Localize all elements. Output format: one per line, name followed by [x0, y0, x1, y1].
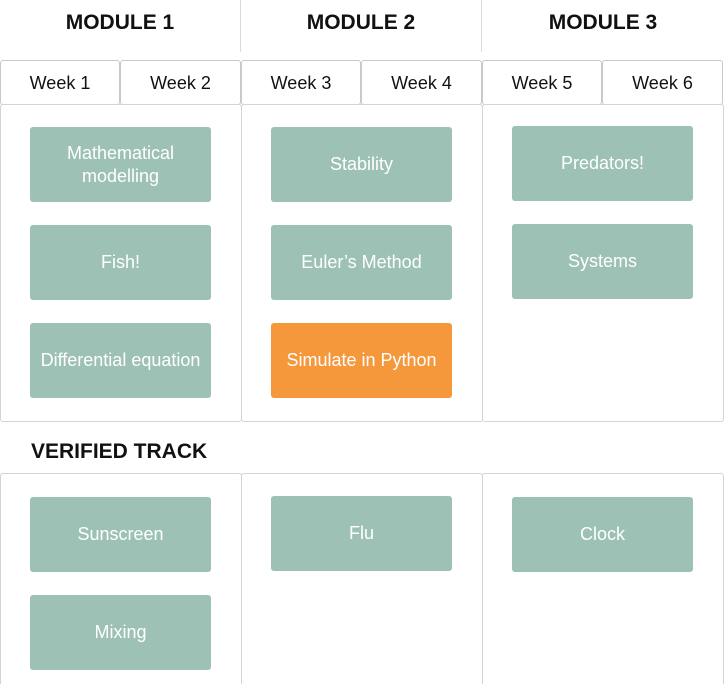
- topic-label: Differential equation: [40, 350, 201, 370]
- topic-label: Simulate in Python: [286, 350, 437, 370]
- topic-tile[interactable]: Stability: [271, 127, 452, 202]
- tab-week-1[interactable]: Week 1: [0, 60, 120, 105]
- module-1-title: MODULE 1: [65, 11, 175, 34]
- verified-tile[interactable]: Clock: [512, 497, 693, 572]
- tab-week-3[interactable]: Week 3: [241, 60, 361, 105]
- topic-label: Systems: [567, 251, 637, 271]
- topic-tile[interactable]: Fish!: [30, 225, 211, 300]
- topic-label: Clock: [579, 524, 625, 544]
- header-divider: [240, 0, 241, 52]
- verified-tile[interactable]: Sunscreen: [30, 497, 211, 572]
- module-2-title: MODULE 2: [306, 11, 416, 34]
- tab-week-2[interactable]: Week 2: [120, 60, 241, 105]
- topic-label: Mathematical modelling: [66, 142, 175, 186]
- topic-label: Sunscreen: [77, 524, 164, 544]
- verified-track-title: VERIFIED TRACK: [31, 440, 208, 463]
- topic-label: Mixing: [94, 622, 147, 642]
- verified-tile[interactable]: Flu: [271, 496, 452, 571]
- tab-week-6[interactable]: Week 6: [602, 60, 723, 105]
- header-divider: [481, 0, 482, 52]
- topic-tile[interactable]: Systems: [512, 224, 693, 299]
- tab-week-4[interactable]: Week 4: [361, 60, 482, 105]
- topic-tile[interactable]: Differential equation: [30, 323, 211, 398]
- topic-label: Predators!: [560, 153, 645, 173]
- verified-tile[interactable]: Mixing: [30, 595, 211, 670]
- topic-tile[interactable]: Predators!: [512, 126, 693, 201]
- topic-label: Flu: [348, 523, 374, 543]
- topic-tile[interactable]: Mathematical modelling: [30, 127, 211, 202]
- topic-tile-highlighted[interactable]: Simulate in Python: [271, 323, 452, 398]
- topic-label: Euler’s Method: [301, 252, 422, 272]
- module-3-title: MODULE 3: [548, 11, 658, 34]
- topic-label: Fish!: [100, 252, 140, 272]
- tab-week-5[interactable]: Week 5: [482, 60, 602, 105]
- topic-tile[interactable]: Euler’s Method: [271, 225, 452, 300]
- topic-label: Stability: [329, 154, 394, 174]
